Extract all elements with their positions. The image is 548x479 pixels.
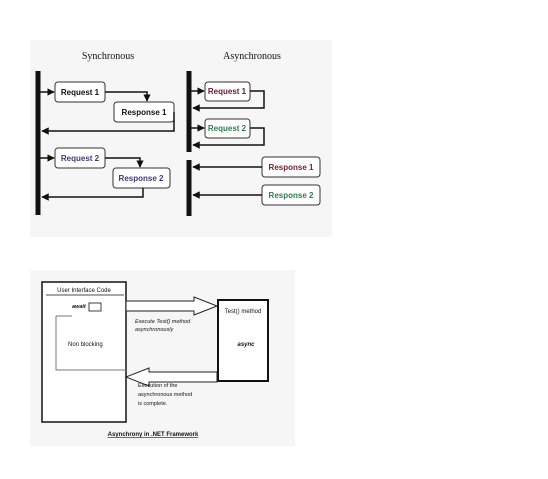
test-method-box-title: Test() method xyxy=(225,309,262,315)
sync-request-1-to-response-arrow xyxy=(105,91,151,102)
sync-response-2-box xyxy=(112,167,171,189)
sync-request-2-to-response-arrow xyxy=(105,157,144,168)
ui-code-box-title: User Interface Code xyxy=(57,288,111,294)
sync-response-2-label: Response 2 xyxy=(119,174,164,183)
async-request-2-label: Request 2 xyxy=(208,124,247,133)
non-blocking-label: Non blocking xyxy=(68,342,103,348)
dotnet-asynchrony-diagram: User Interface Code await Non blocking T… xyxy=(41,281,269,438)
asynchronous-title: Asynchronous xyxy=(223,51,281,62)
await-label: await xyxy=(72,304,87,310)
synchronous-diagram: Synchronous Request 1 Response 1 Request… xyxy=(35,51,175,215)
complete-note-line-1: Execution of the xyxy=(138,383,177,389)
non-blocking-bracket xyxy=(55,316,126,371)
async-request-1-label: Request 1 xyxy=(208,87,247,96)
completion-block-arrow xyxy=(124,367,218,387)
async-label: async xyxy=(237,342,255,348)
complete-note-line-2: asynchronous method xyxy=(138,392,192,398)
ui-code-box xyxy=(41,281,127,423)
await-marker-box xyxy=(88,302,102,312)
async-request-1-return-arrow xyxy=(192,90,265,112)
asynchronous-diagram: Asynchronous Request 1 Request 2 Respons… xyxy=(186,51,321,216)
synchronous-title: Synchronous xyxy=(82,51,134,62)
complete-note-line-3: is complete. xyxy=(138,401,168,407)
async-request-2-return-arrow xyxy=(192,127,265,149)
sync-response-1-return-arrow xyxy=(41,112,175,135)
execute-note-line-2: asynchronously xyxy=(135,327,174,333)
sync-response-1-label: Response 1 xyxy=(122,108,167,117)
sync-response-2-return-arrow xyxy=(41,188,144,201)
sync-request-2-label: Request 2 xyxy=(61,154,100,163)
execute-note-line-1: Execute Test() method xyxy=(135,319,191,325)
execute-block-arrow xyxy=(125,296,219,316)
sync-request-1-label: Request 1 xyxy=(61,88,100,97)
async-response-1-label: Response 1 xyxy=(269,163,314,172)
test-method-box xyxy=(217,299,269,382)
diagram-caption: Asynchrony in .NET Framework xyxy=(108,432,199,438)
async-response-2-label: Response 2 xyxy=(269,191,314,200)
